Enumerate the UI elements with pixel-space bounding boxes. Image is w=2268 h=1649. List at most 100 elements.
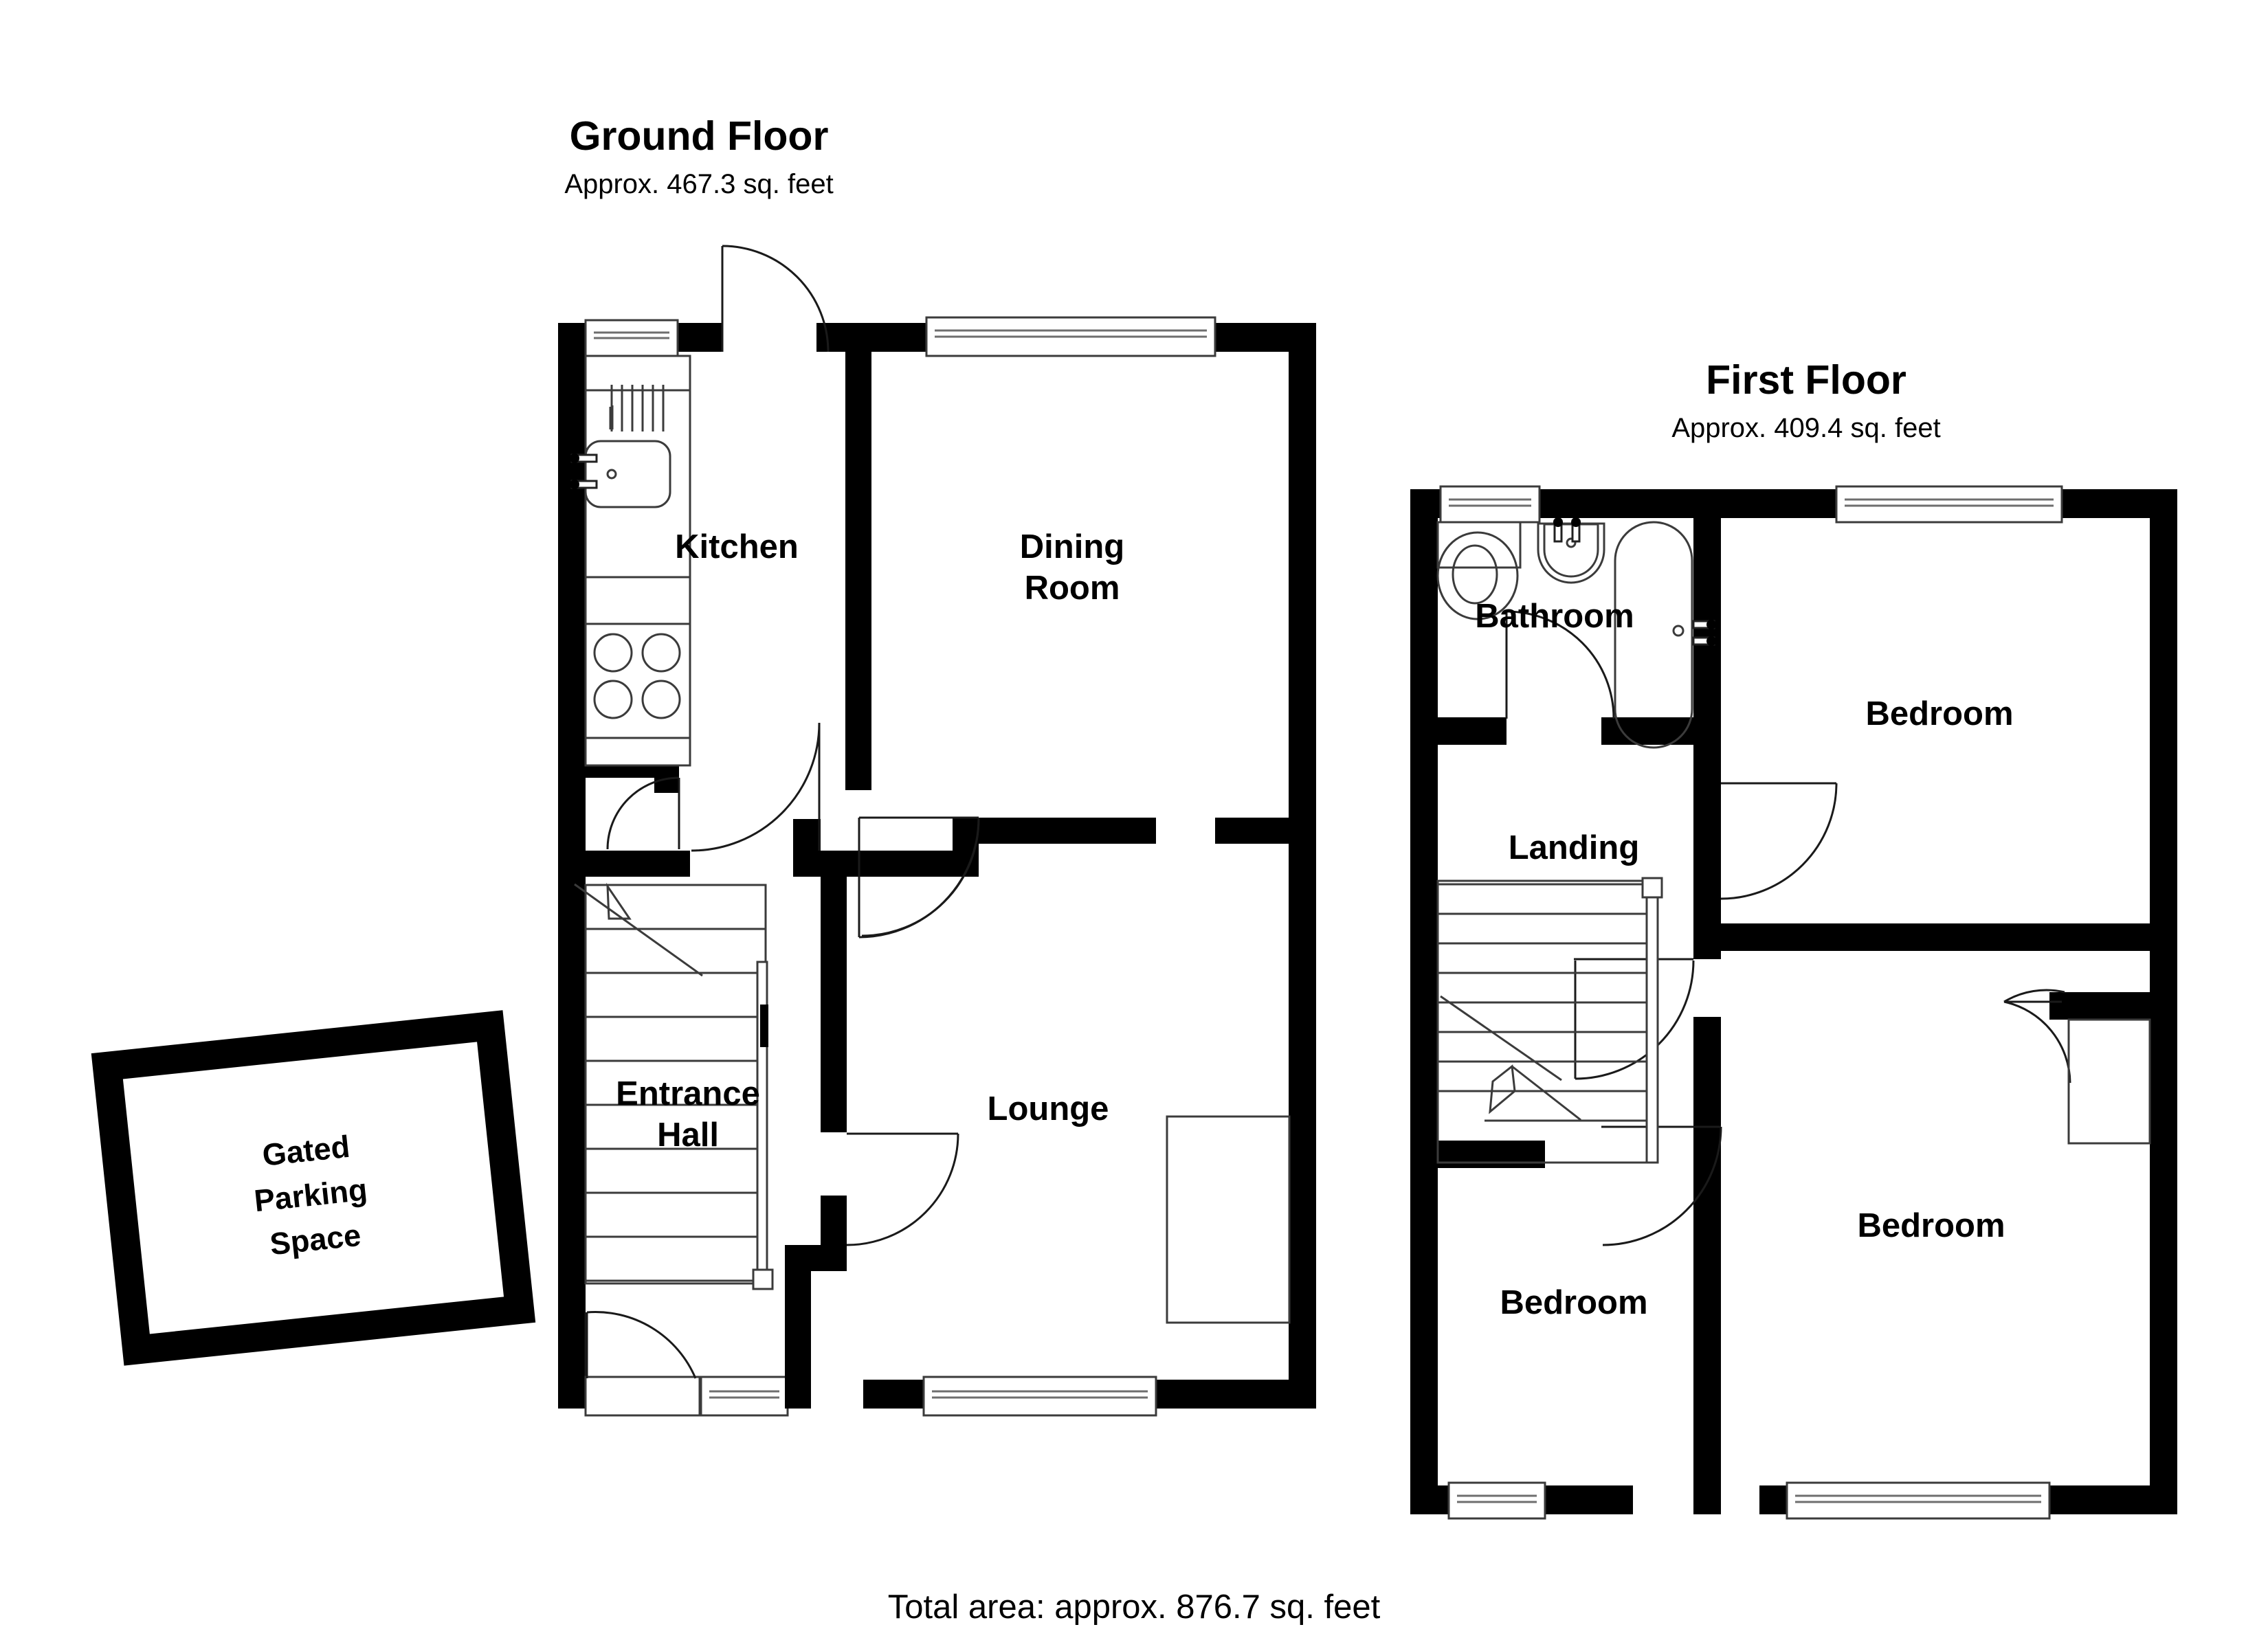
window-bed3-frame	[1447, 1481, 1546, 1520]
kitchen-worktop-run	[584, 355, 691, 767]
door-bathroom-arc	[1506, 610, 1615, 719]
wall-ground-bottom-d	[1156, 1380, 1316, 1409]
window-bed1-frame	[1835, 485, 2063, 524]
bathroom-bathtub	[1614, 521, 1716, 749]
stair-f-newel-post	[1641, 877, 1663, 899]
wall-ground-bottom-a	[558, 1380, 586, 1409]
door-kh-arc	[691, 722, 821, 852]
room-label-bathroom: Bathroom	[1475, 598, 1634, 635]
wall-bathroom-right	[1693, 489, 1721, 745]
bathtub-tap-hot-knob	[1706, 620, 1716, 629]
staircase-ground	[574, 882, 774, 1290]
door-bedroom-rear	[1601, 1125, 1722, 1246]
wall-first-bottom-a	[1410, 1485, 1449, 1514]
window-bathroom-frame	[1439, 485, 1541, 524]
bathroom-washbasin	[1537, 517, 1605, 584]
wall-first-bottom-c	[1759, 1485, 1787, 1514]
stair-f-direction-arrow	[1489, 1064, 1516, 1114]
toilet-seat-inner	[1452, 544, 1498, 605]
wall-hall-top-left	[586, 851, 690, 877]
window-bathroom	[1439, 485, 1541, 524]
wall-ground-left	[558, 323, 586, 1409]
bathtub-tap-cold-knob	[1706, 636, 1716, 646]
wall-landing-bed1	[1693, 745, 1721, 923]
door-hl-arc	[846, 1133, 959, 1246]
wall-landing-jamb-lower	[1693, 923, 1721, 959]
bathtub-outline	[1614, 521, 1693, 749]
room-label-bedroom-rear: Bedroom	[1857, 1207, 2005, 1244]
stair-direction-arrow	[606, 882, 632, 920]
kitchen-sink	[570, 440, 671, 508]
wall-landing-bottom	[1410, 1141, 1545, 1168]
window-kitchen	[584, 319, 679, 357]
first-floor-heading: First Floor Approx. 409.4 sq. feet	[1671, 357, 1940, 443]
wall-bed1-bottom	[1721, 923, 2062, 951]
door-back-arc	[722, 245, 830, 352]
kitchen-hob	[593, 633, 681, 719]
total-area-label: Total area: approx. 876.7 sq. feet	[888, 1589, 1381, 1626]
first-floor-title: First Floor	[1706, 357, 1906, 403]
wall-dining-jamb	[953, 818, 979, 851]
airing-cupboard-outline	[2067, 1018, 2151, 1145]
wall-lounge-top-right	[1215, 818, 1316, 844]
wall-ground-bottom-c	[863, 1380, 924, 1409]
wall-hall-lounge-lower	[785, 1245, 811, 1409]
window-bedroom-rear	[1786, 1481, 2051, 1520]
wall-hall-lounge	[821, 877, 847, 1132]
window-bedroom-front	[1835, 485, 2063, 524]
wall-bed1-bottom-right	[2062, 923, 2150, 951]
wall-first-left	[1410, 489, 1438, 1514]
door-bed2-arc	[1602, 1126, 1722, 1246]
wall-first-right	[2150, 489, 2177, 1514]
stair-f-handrail	[1645, 885, 1659, 1164]
room-label-hall-line1: Entrance	[616, 1075, 760, 1112]
door-bathroom	[1505, 610, 1615, 719]
hob-burner-2	[641, 633, 681, 673]
first-floor-area: Approx. 409.4 sq. feet	[1671, 413, 1940, 443]
sink-plughole	[606, 469, 617, 480]
room-label-kitchen: Kitchen	[675, 528, 799, 565]
basin-outline	[1537, 522, 1605, 584]
wall-ground-top-d	[1215, 323, 1316, 352]
door-back-entry	[721, 245, 830, 352]
basin-tap-cold-knob	[1571, 517, 1581, 527]
door-kitchen-to-hall	[691, 722, 821, 852]
room-label-dining-line1: Dining	[1020, 528, 1124, 565]
sink-tap-cold-knob	[570, 480, 579, 489]
sink-tap-hot-knob	[570, 453, 579, 463]
parking-outline	[91, 1010, 536, 1366]
first-floor-plan: Bathroom Landing Bedroom Bedroom Bedroom	[1410, 485, 2177, 1520]
wall-bed3-bed2	[1693, 1017, 1721, 1514]
door-dining-hall-swing	[861, 818, 980, 937]
wall-kitchen-dining	[845, 323, 871, 790]
room-label-hall-line2: Hall	[657, 1117, 719, 1154]
room-label-landing: Landing	[1509, 829, 1640, 866]
bathtub-plughole	[1672, 625, 1685, 637]
basin-tap-hot-knob	[1553, 517, 1563, 527]
wall-bathroom-bottom-b	[1601, 717, 1721, 745]
door-hall-lounge	[846, 1132, 959, 1246]
stair-f-dir-line-2	[1511, 1065, 1581, 1121]
kitchen-drainer-grooves-long	[610, 385, 665, 431]
window-dining-room	[925, 316, 1216, 357]
wall-dining-bottom	[979, 818, 1156, 844]
ground-floor-area: Approx. 467.3 sq. feet	[564, 169, 833, 199]
window-lounge	[922, 1376, 1157, 1417]
window-hall-frame	[700, 1376, 789, 1417]
ground-floor-plan: Kitchen Dining Room Entrance Hall Lounge	[558, 245, 1316, 1417]
door-bedroom-small	[1574, 958, 1695, 1080]
wall-bathroom-bottom-a	[1410, 717, 1507, 745]
wall-bed3-jamb	[1693, 1127, 1721, 1169]
toilet-pan	[1436, 531, 1519, 620]
hob-burner-1	[593, 633, 633, 673]
wall-first-top-a	[1410, 489, 1441, 518]
wall-hall-lounge-jamb	[821, 1196, 847, 1257]
basin-inner	[1543, 523, 1599, 578]
staircase-first	[1436, 877, 1663, 1164]
ground-floor-title: Ground Floor	[570, 113, 829, 159]
room-label-bedroom-small: Bedroom	[1500, 1284, 1647, 1321]
wall-first-top-b	[1539, 489, 1836, 518]
room-label-lounge: Lounge	[988, 1090, 1109, 1128]
